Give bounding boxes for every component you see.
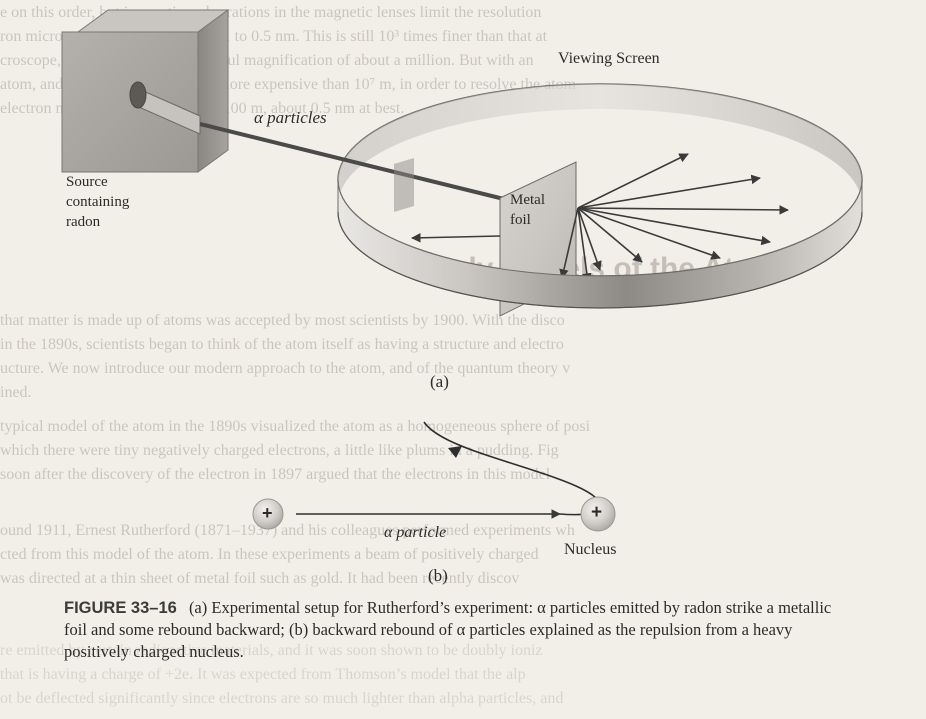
scatter-ray bbox=[577, 207, 771, 246]
ring-bottom-edge bbox=[337, 211, 863, 309]
figure-number: FIGURE 33–16 bbox=[64, 599, 177, 617]
scatter-ray bbox=[577, 174, 761, 209]
scatter-ray bbox=[577, 207, 643, 263]
background-line: that matter is made up of atoms was acce… bbox=[0, 312, 565, 329]
viewing-screen-label: Viewing Screen bbox=[558, 50, 660, 67]
scatter-ray bbox=[577, 207, 721, 260]
scatter-ray bbox=[577, 205, 789, 215]
panel-a-label: (a) bbox=[430, 372, 449, 391]
trajectory-arrowhead bbox=[448, 446, 462, 458]
scatter-ray bbox=[577, 207, 602, 271]
background-line: which there were tiny negatively charged… bbox=[0, 442, 559, 459]
ring-front-wall bbox=[337, 179, 863, 309]
background-line: ot be deflected significantly since elec… bbox=[0, 690, 564, 707]
scattered-rays bbox=[411, 153, 789, 283]
panel-b-label: (b) bbox=[428, 566, 448, 585]
scatter-ray bbox=[577, 207, 592, 283]
source-label: Source containing radon bbox=[66, 174, 130, 230]
alpha-particle-label: α particle bbox=[384, 524, 447, 541]
radon-source-box bbox=[61, 9, 230, 173]
background-line: cted from this model of the atom. In the… bbox=[0, 546, 539, 563]
viewing-screen-ring bbox=[337, 83, 863, 277]
ring-inner-wall bbox=[338, 84, 862, 205]
background-line: re emitted by certain radioactive materi… bbox=[0, 642, 543, 659]
background-line: soon after the discovery of the electron… bbox=[0, 466, 551, 483]
background-line: ound 1911, Ernest Rutherford (1871–1937)… bbox=[0, 522, 575, 539]
nucleus-label: Nucleus bbox=[564, 541, 617, 558]
alpha-particles-label: α particles bbox=[254, 108, 327, 127]
background-line: was directed at a thin sheet of metal fo… bbox=[0, 570, 520, 587]
background-line: in the 1890s, scientists began to think … bbox=[0, 336, 564, 353]
rebound-trajectory bbox=[423, 421, 602, 516]
box-front bbox=[61, 31, 199, 173]
scattering-diagram bbox=[252, 421, 616, 532]
foil-label: Metal foil bbox=[510, 192, 545, 228]
caption-text: (a) Experimental setup for Rutherford’s … bbox=[64, 598, 832, 661]
alpha-plus-sign: + bbox=[262, 503, 273, 523]
background-line: ucture. We now introduce our modern appr… bbox=[0, 360, 571, 377]
scatter-ray bbox=[559, 207, 579, 279]
alpha-particle-ball bbox=[252, 498, 284, 530]
tube-opening bbox=[129, 81, 147, 109]
screen-impact-mark bbox=[394, 158, 414, 212]
box-side bbox=[197, 9, 229, 173]
nucleus-ball bbox=[580, 496, 616, 532]
figure-caption: FIGURE 33–16 (a) Experimental setup for … bbox=[64, 597, 844, 663]
scatter-ray bbox=[577, 153, 689, 209]
alpha-beam bbox=[199, 122, 509, 202]
nucleus-plus-sign: + bbox=[591, 502, 603, 523]
backscatter-ray bbox=[411, 233, 501, 243]
background-line: ined. bbox=[0, 384, 32, 401]
background-line: that is having a charge of +2e. It was e… bbox=[0, 666, 526, 683]
background-line: typical model of the atom in the 1890s v… bbox=[0, 418, 591, 435]
